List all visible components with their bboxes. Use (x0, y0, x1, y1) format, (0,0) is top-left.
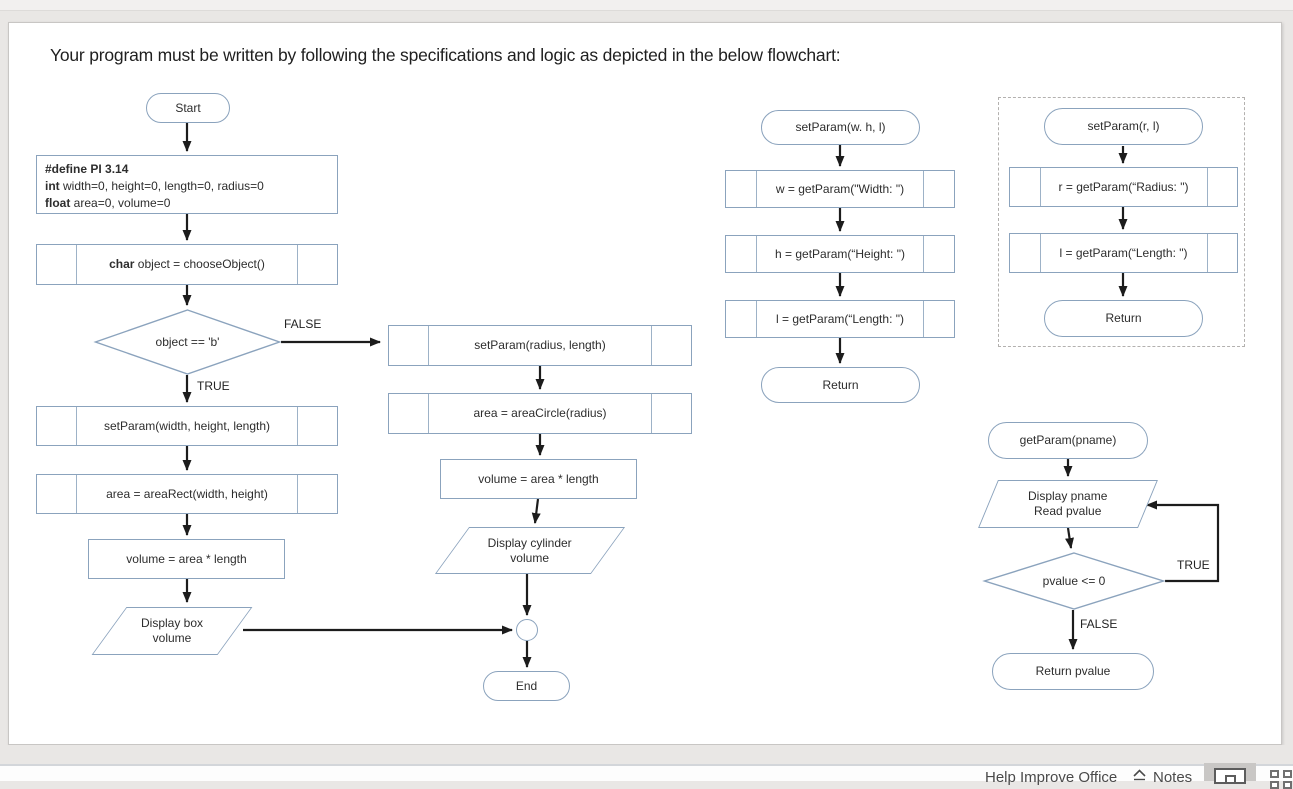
true-loop-label: TRUE (1177, 558, 1210, 572)
help-improve-office-link[interactable]: Help Improve Office (985, 769, 1118, 786)
declaration-box: #define PI 3.14 int width=0, height=0, l… (36, 155, 338, 214)
pvalue-decision-diamond: pvalue <= 0 (982, 552, 1166, 610)
normal-view-button[interactable] (1204, 763, 1256, 784)
get-radius-subroutine: r = getParam(“Radius: ") (1009, 167, 1238, 207)
area-circle-subroutine: area = areaCircle(radius) (388, 393, 692, 434)
define-line: #define PI 3.14 (45, 162, 129, 176)
notes-toggle-button[interactable]: Notes (1153, 769, 1193, 786)
end-terminator: End (483, 671, 570, 701)
get-height-subroutine: h = getParam(“Height: ") (725, 235, 955, 273)
setparam-rl-entry-terminator: setParam(r, l) (1044, 108, 1203, 145)
status-bar: Help Improve Office Notes (0, 763, 1293, 789)
page-title: Your program must be written by followin… (50, 45, 841, 65)
get-length-subroutine: l = getParam(“Length: ") (725, 300, 955, 338)
choose-object-subroutine: char object = chooseObject() (36, 244, 338, 285)
getparam-entry-terminator: getParam(pname) (988, 422, 1148, 459)
return-whl-terminator: Return (761, 367, 920, 403)
volume-cylinder-process: volume = area * length (440, 459, 637, 499)
return-rl-terminator: Return (1044, 300, 1203, 337)
false-branch-label: FALSE (284, 317, 322, 331)
get-width-subroutine: w = getParam("Width: ") (725, 170, 955, 208)
setparam-whl-entry-terminator: setParam(w. h, l) (761, 110, 920, 145)
setparam-rl-subroutine: setParam(radius, length) (388, 325, 692, 366)
start-terminator: Start (146, 93, 230, 123)
display-pname-parallelogram: Display pname Read pvalue (978, 480, 1158, 528)
volume-box-process: volume = area * length (88, 539, 285, 579)
diamond-outline (93, 309, 282, 375)
notes-collapse-chevron-icon[interactable] (1132, 768, 1147, 781)
diamond-outline (982, 552, 1166, 610)
true-branch-label: TRUE (197, 379, 230, 393)
return-pvalue-terminator: Return pvalue (992, 653, 1154, 690)
false-exit-label: FALSE (1080, 617, 1118, 631)
normal-view-icon (1214, 768, 1246, 784)
junction-connector-circle (516, 619, 538, 641)
object-decision-diamond: object == 'b' (93, 309, 282, 375)
setparam-rl-group-outline (998, 97, 1245, 347)
slide-sorter-icon (1270, 770, 1279, 778)
window-bottom-band (0, 745, 1293, 766)
get-length2-subroutine: l = getParam(“Length: ") (1009, 233, 1238, 273)
setparam-whl-subroutine: setParam(width, height, length) (36, 406, 338, 446)
area-rect-subroutine: area = areaRect(width, height) (36, 474, 338, 514)
slide-sorter-view-button[interactable] (1270, 768, 1293, 789)
window-top-band (0, 0, 1293, 11)
